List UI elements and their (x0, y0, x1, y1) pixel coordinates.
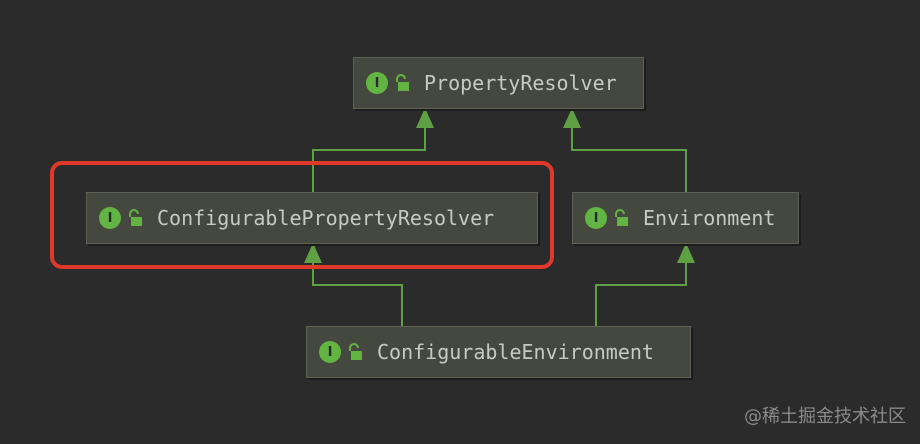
unlocked-icon (615, 209, 628, 226)
arrowhead-property-resolver-left (416, 108, 434, 128)
node-label: PropertyResolver (424, 71, 617, 95)
edge-configurable-property-resolver-to-property-resolver (312, 128, 426, 193)
node-configurable-property-resolver[interactable]: I ConfigurablePropertyResolver (86, 192, 538, 244)
unlocked-icon (396, 74, 409, 91)
interface-icon: I (366, 72, 388, 94)
node-label: ConfigurablePropertyResolver (157, 206, 495, 230)
edge-configurable-environment-to-environment (595, 263, 687, 327)
unlocked-icon (349, 343, 362, 360)
interface-icon: I (99, 207, 121, 229)
watermark: @稀土掘金技术社区 (744, 406, 906, 427)
arrowhead-property-resolver-right (563, 108, 581, 128)
arrowhead-environment (677, 243, 695, 263)
node-configurable-environment[interactable]: I ConfigurableEnvironment (306, 326, 691, 378)
node-label: Environment (643, 206, 776, 230)
highlight-box (50, 161, 554, 269)
edge-environment-to-property-resolver (571, 128, 687, 193)
node-label: ConfigurableEnvironment (377, 340, 654, 364)
edge-configurable-environment-to-configurable-property-resolver (312, 263, 403, 327)
node-environment[interactable]: I Environment (572, 192, 799, 244)
interface-icon: I (585, 207, 607, 229)
interface-icon: I (319, 341, 341, 363)
unlocked-icon (129, 209, 142, 226)
node-property-resolver[interactable]: I PropertyResolver (353, 57, 644, 109)
arrowhead-configurable-property-resolver (304, 243, 322, 263)
